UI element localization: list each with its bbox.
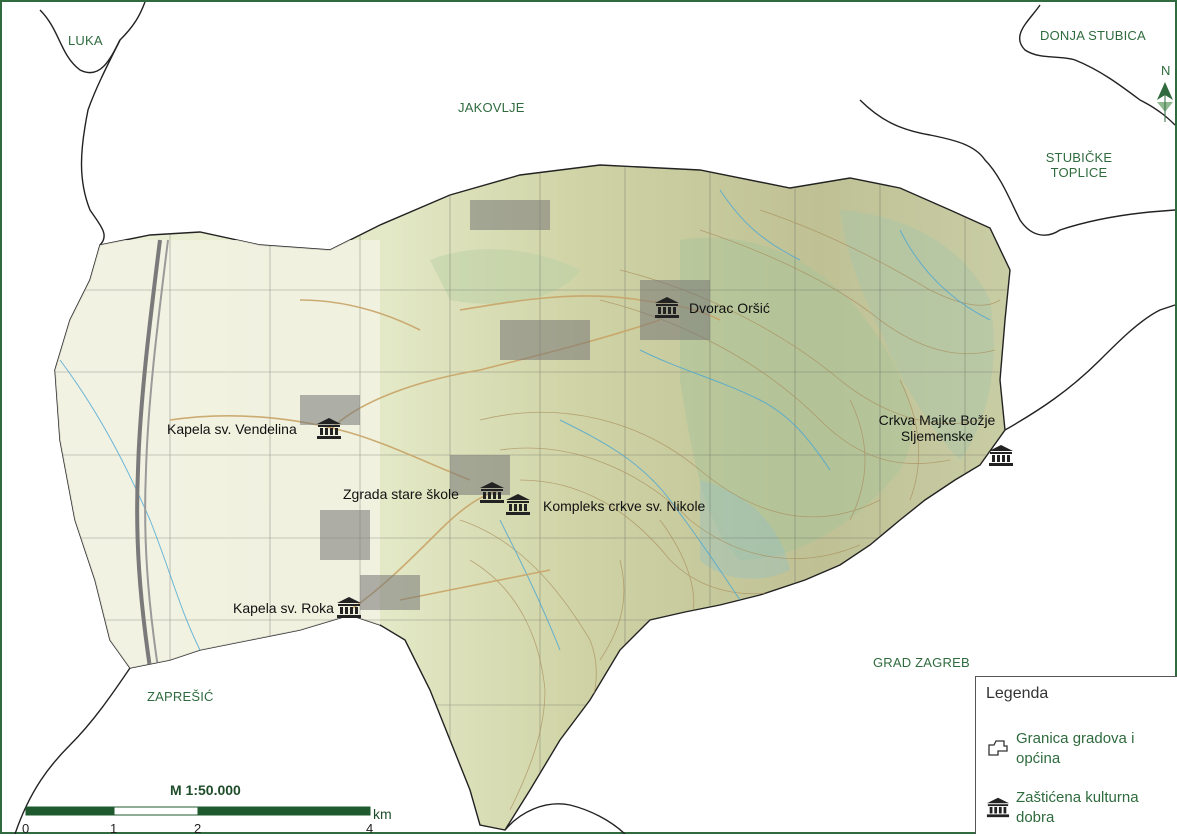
scale-tick-0: 0 [22, 821, 30, 836]
scale-tick-4: 4 [366, 821, 374, 836]
north-arrow-icon [1157, 82, 1173, 122]
site-label-kapela-vendelina[interactable]: Kapela sv. Vendelina [167, 421, 297, 437]
region-label-grad-zagreb: GRAD ZAGREB [873, 655, 970, 670]
region-label-donja-stubica: DONJA STUBICA [1040, 28, 1146, 43]
monument-icon[interactable] [479, 481, 505, 503]
legend-monument-line2: dobra [1016, 809, 1055, 826]
site-label-zgrada-stare-skole[interactable]: Zgrada stare škole [343, 486, 459, 502]
north-arrow-label: N [1161, 63, 1171, 78]
site-label-crkva-majke-bozje[interactable]: Crkva Majke Božje Sljemenske [868, 412, 1006, 444]
legend-monument-line1: Zaštićena kulturna [1016, 789, 1139, 806]
monument-icon[interactable] [505, 493, 531, 515]
legend-item-boundary: Granica gradova i općina [986, 729, 1166, 769]
scale-bar [25, 806, 371, 816]
boundary-icon [988, 740, 1008, 756]
region-label-jakovlje: JAKOVLJE [458, 100, 525, 115]
scale-tick-1: 1 [110, 821, 118, 836]
region-label-stubicke-line2: TOPLICE [1050, 165, 1108, 180]
monument-icon[interactable] [316, 417, 342, 439]
scale-title: M 1:50.000 [170, 782, 241, 798]
monument-icon [986, 797, 1010, 818]
legend-title: Legenda [986, 685, 1049, 702]
site-label-crkva-line1: Crkva Majke Božje [878, 412, 996, 428]
region-label-zapresic: ZAPREŠIĆ [147, 689, 214, 704]
monument-icon[interactable] [336, 596, 362, 618]
monument-icon[interactable] [988, 444, 1014, 466]
site-label-crkva-line2: Sljemenske [900, 428, 974, 444]
region-label-stubicke-line1: STUBIČKE [1045, 150, 1113, 165]
site-label-kapela-roka[interactable]: Kapela sv. Roka [233, 600, 334, 616]
scale-tick-2: 2 [194, 821, 202, 836]
legend-boundary-line2: općina [1016, 750, 1061, 767]
legend-item-monument: Zaštićena kulturna dobra [986, 788, 1166, 828]
scale-unit: km [373, 806, 392, 822]
legend-panel: Legenda Granica gradova i općina Zaštiće… [975, 676, 1177, 834]
region-label-stubicke-toplice: STUBIČKE TOPLICE [1034, 150, 1124, 180]
municipal-boundaries [14, 1, 1176, 834]
legend-boundary-line1: Granica gradova i [1016, 730, 1135, 747]
monument-icon[interactable] [654, 296, 680, 318]
site-label-kompleks-crkve[interactable]: Kompleks crkve sv. Nikole [543, 498, 706, 514]
site-label-dvorac-orsic[interactable]: Dvorac Oršić [689, 300, 770, 316]
region-label-luka: LUKA [68, 33, 103, 48]
